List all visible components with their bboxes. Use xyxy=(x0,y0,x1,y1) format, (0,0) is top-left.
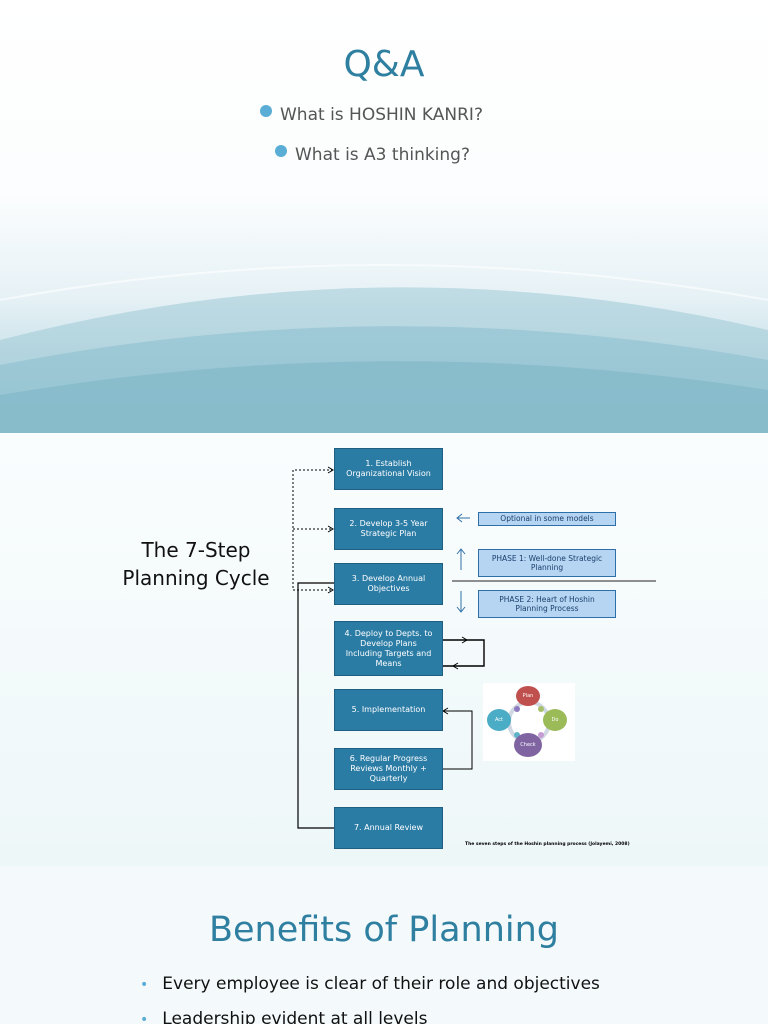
pdca-cycle-graphic: Plan Do Check Act xyxy=(483,683,575,761)
bullet-text: What is A3 thinking? xyxy=(295,145,470,165)
bullet-dot-icon: • xyxy=(140,977,149,993)
bullet-text: Leadership evident at all levels xyxy=(162,1009,428,1024)
slide-title: The 7-Step Planning Cycle xyxy=(122,538,270,590)
flow-connectors xyxy=(292,466,656,829)
bullet-dot-icon xyxy=(275,145,287,157)
pdca-plan-node: Plan xyxy=(516,686,540,706)
slide-benefits: Benefits of Planning • Every employee is … xyxy=(0,866,768,1024)
bullet-item: • Every employee is clear of their role a… xyxy=(140,974,600,994)
step-box: 7. Annual Review xyxy=(334,807,443,849)
bullet-text: What is HOSHIN KANRI? xyxy=(280,105,483,125)
slide-title: Q&A xyxy=(343,44,425,85)
step-box: 3. Develop Annual Objectives xyxy=(334,563,443,605)
step-box: 2. Develop 3-5 Year Strategic Plan xyxy=(334,508,443,550)
bullet-item: • Leadership evident at all levels xyxy=(140,1009,427,1024)
bullet-text: Every employee is clear of their role an… xyxy=(162,974,600,994)
wave-background xyxy=(0,264,768,433)
step-box: 1. Establish Organizational Vision xyxy=(334,448,443,490)
slide-title: Benefits of Planning xyxy=(208,910,560,950)
phase2-note: PHASE 2: Heart of Hoshin Planning Proces… xyxy=(478,590,616,618)
bullet-dot-icon xyxy=(260,105,272,117)
bullet-dot-icon: • xyxy=(140,1012,149,1024)
pdca-act-node: Act xyxy=(487,709,511,731)
step-box: 4. Deploy to Depts. to Develop Plans Inc… xyxy=(334,621,443,676)
slide-planning-cycle: The 7-Step Planning Cycle 1. Establish O… xyxy=(0,433,768,866)
optional-note: Optional in some models xyxy=(478,512,616,526)
bullet-item: What is HOSHIN KANRI? xyxy=(260,105,483,125)
figure-caption: The seven steps of the Hoshin planning p… xyxy=(465,842,630,847)
slide-qa: Q&A What is HOSHIN KANRI? What is A3 thi… xyxy=(0,0,768,433)
bullet-item: What is A3 thinking? xyxy=(275,145,470,165)
pdca-check-node: Check xyxy=(514,733,542,757)
step-box: 6. Regular Progress Reviews Monthly + Qu… xyxy=(334,748,443,790)
phase1-note: PHASE 1: Well-done Strategic Planning xyxy=(478,549,616,577)
pdca-do-node: Do xyxy=(543,709,567,731)
step-box: 5. Implementation xyxy=(334,689,443,731)
